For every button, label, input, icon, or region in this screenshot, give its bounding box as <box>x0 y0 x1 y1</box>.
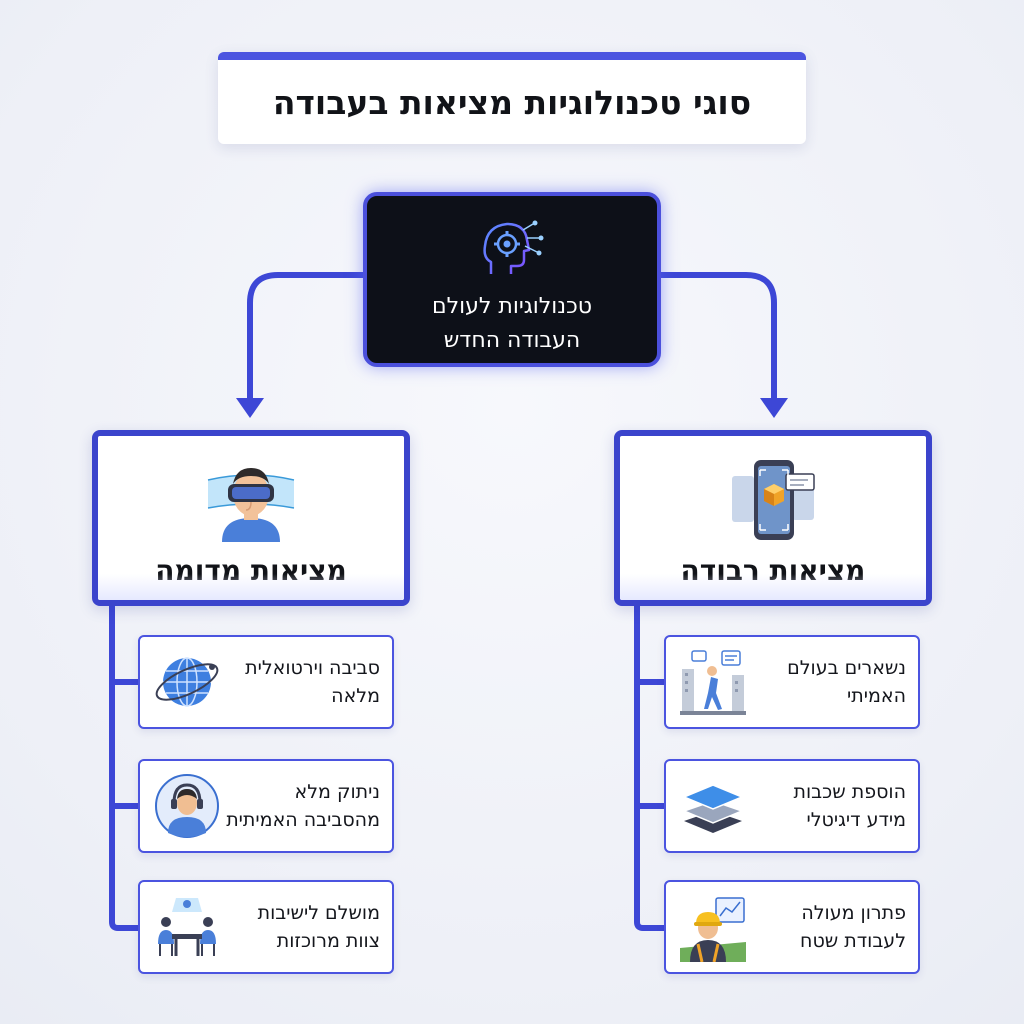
item-line1: נשארים בעולם <box>787 657 906 679</box>
page-title: סוגי טכנולוגיות מציאות בעבודה <box>272 82 752 122</box>
item-line2: מלאה <box>331 685 380 707</box>
walking-city-icon <box>678 647 748 717</box>
layers-icon <box>678 771 748 841</box>
root-label-line2: העבודה החדש <box>443 328 581 353</box>
list-item: הוספת שכבות מידע דיגיטלי <box>664 759 920 853</box>
phone-ar-icon <box>728 458 818 542</box>
head-gear-icon <box>477 216 547 280</box>
item-line1: סביבה וירטואלית <box>245 657 380 679</box>
field-worker-icon <box>678 892 748 963</box>
category-augmented-reality: מציאות רבודה <box>614 430 932 606</box>
title-box: סוגי טכנולוגיות מציאות בעבודה <box>218 52 806 144</box>
headphones-person-icon <box>152 771 222 841</box>
globe-icon <box>152 647 222 717</box>
item-line2: צוות מרוכזות <box>276 930 380 952</box>
list-item: ניתוק מלא מהסביבה האמיתית <box>138 759 394 853</box>
category-virtual-reality: מציאות מדומה <box>92 430 410 606</box>
item-text: ניתוק מלא מהסביבה האמיתית <box>222 778 380 834</box>
item-text: מושלם לישיבות צוות מרוכזות <box>222 899 380 955</box>
vr-headset-icon <box>206 458 296 542</box>
list-item: סביבה וירטואלית מלאה <box>138 635 394 729</box>
list-item: פתרון מעולה לעבודת שטח <box>664 880 920 974</box>
root-label-line1: טכנולוגיות לעולם <box>432 294 593 319</box>
item-text: נשארים בעולם האמיתי <box>748 654 906 710</box>
list-item: נשארים בעולם האמיתי <box>664 635 920 729</box>
item-text: פתרון מעולה לעבודת שטח <box>748 899 906 955</box>
item-line2: מידע דיגיטלי <box>806 809 906 831</box>
item-line1: הוספת שכבות <box>793 781 906 803</box>
item-line2: האמיתי <box>846 685 906 707</box>
category-bottom-shade <box>620 574 926 600</box>
list-item: מושלם לישיבות צוות מרוכזות <box>138 880 394 974</box>
team-meeting-icon <box>152 892 222 962</box>
category-bottom-shade <box>98 574 404 600</box>
item-line2: מהסביבה האמיתית <box>226 809 380 831</box>
item-line1: פתרון מעולה <box>801 902 906 924</box>
item-text: הוספת שכבות מידע דיגיטלי <box>748 778 906 834</box>
item-line1: מושלם לישיבות <box>257 902 380 924</box>
root-node: טכנולוגיות לעולם העבודה החדש <box>363 192 661 367</box>
item-line2: לעבודת שטח <box>800 930 906 952</box>
item-text: סביבה וירטואלית מלאה <box>222 654 380 710</box>
item-line1: ניתוק מלא <box>294 781 380 803</box>
root-label: טכנולוגיות לעולם העבודה החדש <box>432 290 592 358</box>
